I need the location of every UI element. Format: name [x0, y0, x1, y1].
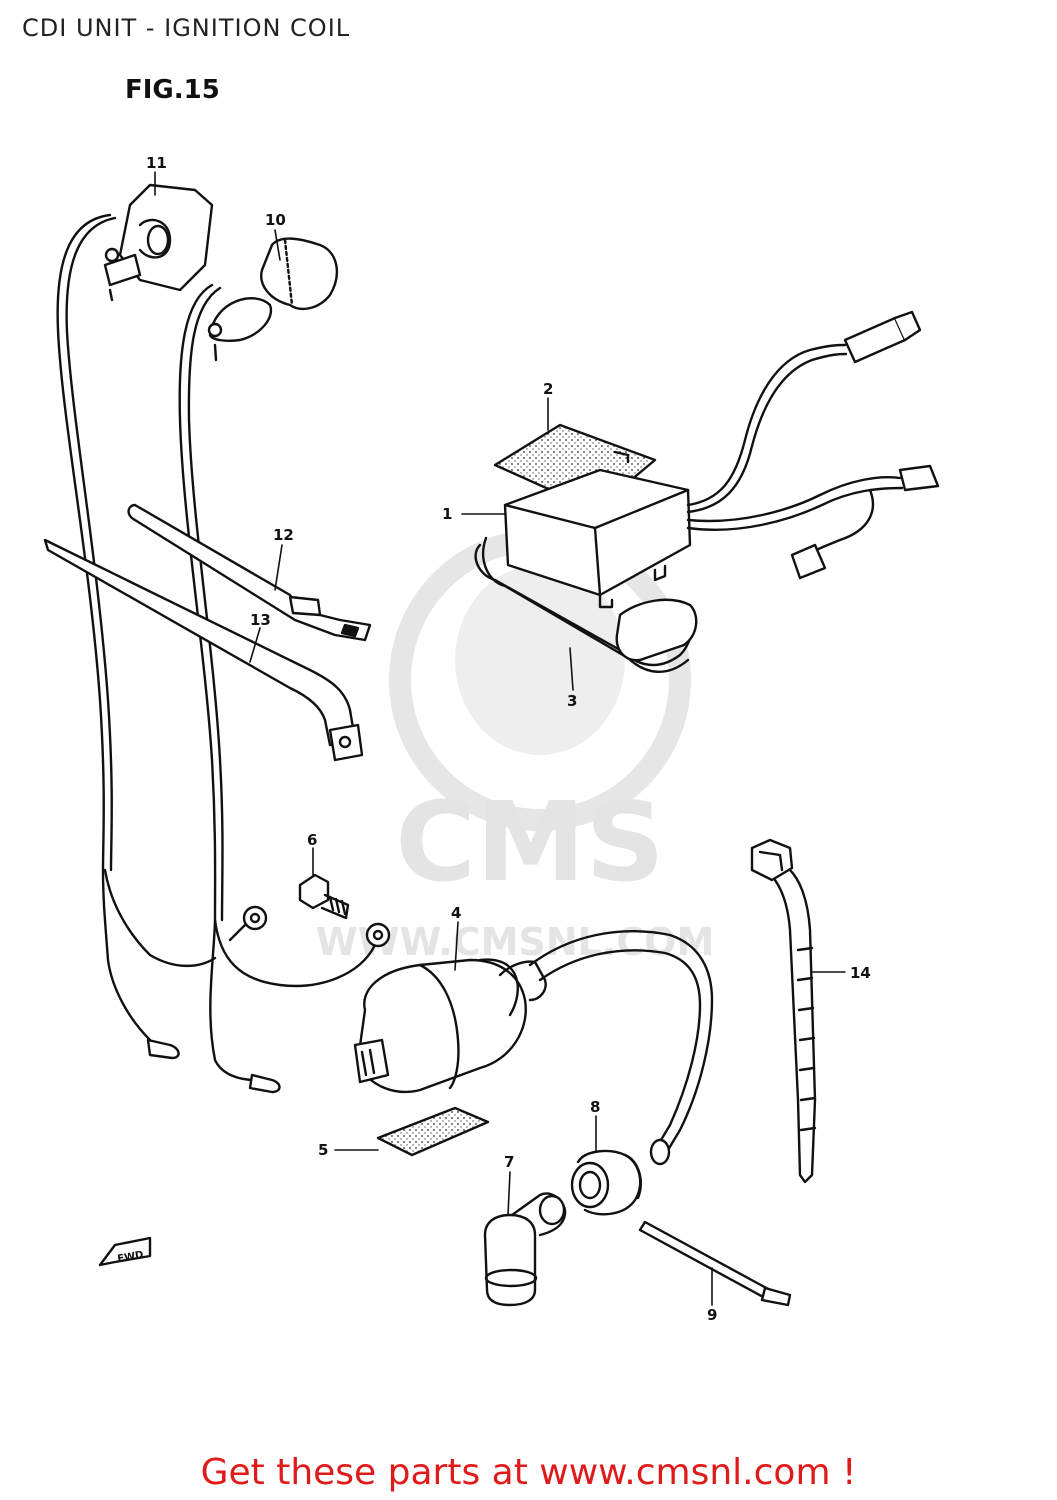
part-12-band	[127, 503, 372, 642]
callout-4: 4	[451, 904, 461, 922]
callout-1: 1	[442, 505, 452, 523]
fwd-label: FWD	[117, 1250, 145, 1265]
part-8-grommet	[570, 1149, 642, 1216]
callout-2: 2	[543, 380, 553, 398]
wire-left-outer-2	[65, 216, 117, 872]
part-10-switch	[207, 237, 338, 362]
callout-9: 9	[707, 1306, 717, 1324]
wire-left-inner-2	[187, 286, 224, 922]
part-3-band	[474, 536, 698, 673]
figure-label: FIG.15	[125, 75, 220, 105]
callout-5: 5	[318, 1141, 328, 1159]
callout-8: 8	[590, 1098, 600, 1116]
part-11-switch	[103, 183, 214, 302]
part-4-ignition-coil	[353, 930, 714, 1166]
part-7-plug-cap	[483, 1192, 567, 1307]
wire-left-outer	[56, 213, 152, 1042]
part-14-clamp	[750, 838, 817, 1184]
part-5-pad	[376, 1106, 490, 1157]
callout-13: 13	[250, 611, 271, 629]
page-title: CDI UNIT - IGNITION COIL	[22, 14, 351, 42]
part-9-cable-tie	[638, 1220, 792, 1307]
part-13-strap	[43, 538, 364, 762]
callout-11: 11	[146, 154, 167, 172]
callout-7: 7	[504, 1153, 514, 1171]
fwd-arrow-icon	[98, 1236, 152, 1267]
callout-6: 6	[307, 831, 317, 849]
callout-12: 12	[273, 526, 294, 544]
callout-3: 3	[567, 692, 577, 710]
part-6-bolt	[298, 873, 350, 920]
callout-10: 10	[265, 211, 286, 229]
watermark-brand: CMS	[395, 778, 664, 906]
part-1-cdi-unit	[503, 310, 940, 609]
footer-link[interactable]: Get these parts at www.cmsnl.com !	[200, 1452, 857, 1493]
wire-left-inner	[178, 283, 257, 1082]
callout-14: 14	[850, 964, 871, 982]
